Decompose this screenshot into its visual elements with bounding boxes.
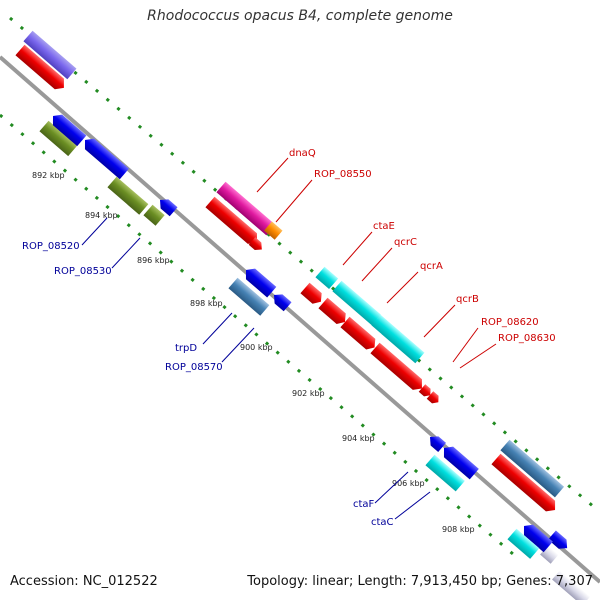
tick-label: 892 kbp — [32, 171, 65, 180]
scale-ticks: 892 kbp 894 kbp 896 kbp 898 kbp 900 kbp … — [32, 171, 475, 534]
tick-track-upper — [9, 16, 600, 514]
gene-feature[interactable] — [340, 316, 379, 353]
gene-qcrA[interactable] — [371, 314, 425, 364]
gene-ROP_08630[interactable] — [426, 391, 442, 406]
gene-feature[interactable] — [205, 196, 261, 248]
gene-ctaE[interactable] — [315, 266, 339, 290]
gene-feature[interactable] — [439, 443, 479, 480]
gene-feature[interactable] — [491, 453, 559, 516]
tick-label: 898 kbp — [190, 299, 223, 308]
gene-feature[interactable] — [48, 111, 87, 147]
gene-feature[interactable] — [15, 44, 68, 93]
gene-feature[interactable] — [500, 439, 565, 498]
tick-label: 906 kbp — [392, 479, 425, 488]
gene-label-ROP_08630[interactable]: ROP_08630 — [498, 333, 556, 344]
gene-label-ROP_08520[interactable]: ROP_08520 — [22, 241, 80, 252]
gene-feature[interactable] — [519, 521, 553, 553]
genome-summary-text: Topology: linear; Length: 7,913,450 bp; … — [247, 574, 593, 589]
gene-trpD[interactable] — [228, 277, 270, 316]
tick-track-lower — [0, 113, 521, 562]
gene-label-qcrB[interactable]: qcrB — [456, 294, 479, 305]
gene-ROP_08550[interactable] — [264, 221, 283, 240]
gene-label-ROP_08620[interactable]: ROP_08620 — [481, 317, 539, 328]
tick-label: 904 kbp — [342, 434, 375, 443]
gene-ctaC[interactable] — [425, 454, 465, 492]
tick-label: 908 kbp — [442, 525, 475, 534]
gene-label-trpD[interactable]: trpD — [175, 343, 197, 354]
accession-text: Accession: NC_012522 — [10, 574, 158, 589]
tick-label: 894 kbp — [85, 211, 118, 220]
forward-gene-labels: dnaQ ROP_08550 ctaE qcrC qcrA qcrB ROP_0… — [256, 148, 556, 369]
reverse-gene-labels: ROP_08520 ROP_08530 trpD ROP_08570 ctaF … — [22, 217, 431, 528]
gene-feature[interactable] — [507, 528, 540, 559]
gene-feature[interactable] — [248, 237, 265, 253]
gene-feature[interactable] — [241, 265, 277, 298]
genome-title: Rhodococcus opacus B4, complete genome — [147, 8, 453, 24]
tick-label: 902 kbp — [292, 389, 325, 398]
gene-label-ROP_08570[interactable]: ROP_08570 — [165, 362, 223, 373]
gene-ROP_08620[interactable] — [418, 384, 434, 399]
gene-label-qcrC[interactable]: qcrC — [394, 237, 417, 248]
gene-label-ctaE[interactable]: ctaE — [373, 221, 395, 232]
reverse-genes[interactable] — [39, 111, 553, 559]
gene-feature[interactable] — [552, 570, 591, 600]
gene-label-ROP_08530[interactable]: ROP_08530 — [54, 266, 112, 277]
gene-label-ctaF[interactable]: ctaF — [353, 499, 375, 510]
tick-label: 896 kbp — [137, 256, 170, 265]
gene-feature[interactable] — [156, 195, 178, 217]
gene-feature[interactable] — [318, 297, 349, 328]
gene-ctaF[interactable] — [426, 432, 447, 452]
gene-feature[interactable] — [370, 342, 426, 394]
gene-ROP_08570[interactable] — [270, 290, 292, 312]
gene-label-ctaC[interactable]: ctaC — [371, 517, 394, 528]
gene-qcrC[interactable] — [332, 280, 381, 326]
gene-feature[interactable] — [548, 530, 571, 552]
gene-ROP_08520[interactable] — [107, 176, 149, 215]
gene-ROP_08530[interactable] — [143, 204, 165, 226]
forward-genes[interactable] — [15, 30, 591, 600]
gene-label-qcrA[interactable]: qcrA — [420, 261, 443, 272]
gene-feature[interactable] — [23, 30, 77, 80]
gene-feature[interactable] — [39, 120, 78, 157]
gene-label-dnaQ[interactable]: dnaQ — [289, 148, 316, 159]
gene-dnaQ[interactable] — [216, 181, 276, 236]
tick-label: 900 kbp — [240, 343, 273, 352]
gene-feature[interactable] — [300, 282, 325, 307]
gene-feature[interactable] — [80, 135, 129, 180]
gene-label-ROP_08550[interactable]: ROP_08550 — [314, 169, 372, 180]
